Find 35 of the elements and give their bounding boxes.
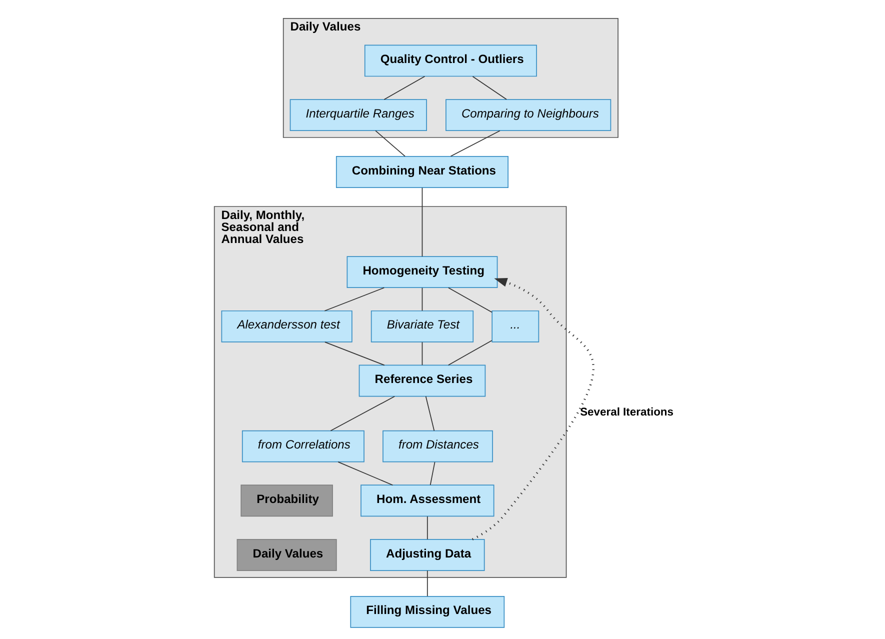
connector xyxy=(375,130,406,157)
connector xyxy=(384,76,426,100)
connector xyxy=(330,396,396,432)
connector xyxy=(324,342,385,366)
node-box: from Distances xyxy=(382,430,493,462)
node-box: Hom. Assessment xyxy=(360,484,494,517)
connector xyxy=(448,340,492,366)
node-box: Quality Control - Outliers xyxy=(364,44,537,77)
node-box: Reference Series xyxy=(358,364,486,397)
node-box: Comparing to Neighbours xyxy=(446,99,612,132)
connector xyxy=(324,287,385,312)
connector xyxy=(450,130,500,157)
node-box: Daily Values xyxy=(236,539,337,571)
connector xyxy=(472,76,507,100)
edge-label: Several Iterations xyxy=(580,406,674,419)
arrow xyxy=(472,278,594,540)
connector xyxy=(425,396,435,432)
node-box: Filling Missing Values xyxy=(350,596,505,628)
connector xyxy=(426,516,428,540)
node-box: Combining Near Stations xyxy=(336,156,508,188)
node-box: Alexandersson test xyxy=(221,310,352,342)
node-box: Bivariate Test xyxy=(370,310,474,342)
node-box: Interquartile Ranges xyxy=(290,99,427,132)
connector xyxy=(448,287,492,313)
node-box: Homogeneity Testing xyxy=(346,256,498,288)
node-box: Probability xyxy=(240,484,333,517)
connector xyxy=(422,342,423,366)
connector xyxy=(422,287,423,312)
connector xyxy=(338,462,394,486)
connector xyxy=(426,570,428,597)
connector xyxy=(430,462,436,486)
node-box: Adjusting Data xyxy=(370,539,485,571)
connector xyxy=(422,187,423,257)
node-box: ... xyxy=(492,310,540,342)
node-box: from Correlations xyxy=(242,430,364,462)
